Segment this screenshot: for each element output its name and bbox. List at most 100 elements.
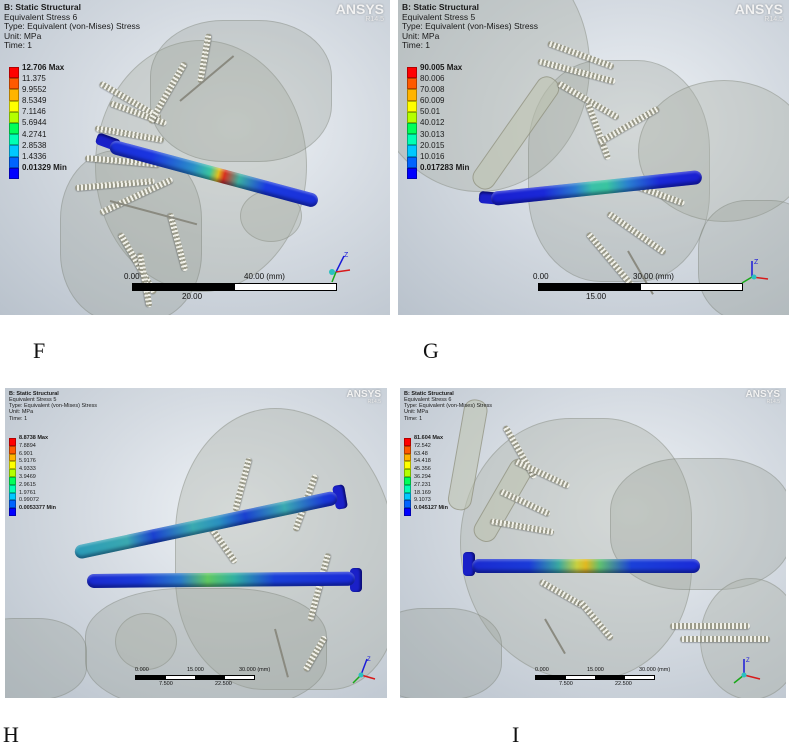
legend-row: 45.356	[404, 466, 448, 477]
scale-tick: 30.000 (mm)	[639, 667, 671, 673]
panel-f: B: Static Structural Equivalent Stress 6…	[0, 0, 390, 315]
legend-label: 70.008	[420, 84, 445, 94]
legend-row: 12.706 Max	[9, 63, 67, 79]
legend-swatch	[9, 476, 16, 485]
legend-row: 9.1073	[404, 497, 448, 509]
scale-bar: 0.00 40.00 (mm) 20.00	[124, 272, 342, 302]
legend-row: 5.9176	[9, 458, 56, 470]
legend-swatch	[9, 145, 19, 157]
legend-row: 50.01	[407, 107, 469, 123]
scale-tick: 22.500	[215, 681, 232, 687]
legend-label: 36.294	[414, 473, 431, 480]
scale-tick: 7.500	[559, 681, 573, 687]
result-time: Time: 1	[404, 415, 423, 422]
version-label: R14.5	[367, 399, 381, 405]
legend-label: 0.045127 Min	[414, 505, 448, 512]
legend-swatch	[404, 508, 411, 516]
legend-swatch	[9, 469, 16, 477]
legend-label: 63.48	[414, 450, 428, 457]
legend-swatch	[9, 484, 16, 493]
legend-row: 20.015	[407, 141, 469, 157]
legend-row: 1.9761	[9, 490, 56, 501]
panel-i: B: Static Structural Equivalent Stress 6…	[400, 388, 786, 698]
brand-name: ANSYS	[346, 389, 381, 400]
legend-row: 36.294	[404, 473, 448, 485]
legend-swatch	[407, 122, 417, 135]
panel-g: B: Static Structural Equivalent Stress 5…	[398, 0, 789, 315]
legend-swatch	[407, 134, 417, 146]
legend-label: 72.542	[414, 442, 431, 449]
scale-tick: 30.00 (mm)	[633, 272, 674, 281]
screw-head	[463, 552, 475, 576]
figure-label-g: G	[423, 338, 439, 363]
legend-row: 7.8894	[9, 443, 56, 454]
version-label: R14.5	[764, 16, 783, 23]
screw-stress-contour	[86, 571, 356, 588]
legend-swatch	[404, 461, 411, 470]
brand-name: ANSYS	[335, 1, 384, 17]
legend-swatch	[407, 78, 417, 90]
scale-bar: 0.000 15.000 30.000 (mm) 7.500 22.500	[535, 667, 735, 691]
result-name: Equivalent Stress 5	[9, 397, 57, 404]
scale-tick: 15.000	[187, 667, 204, 673]
legend-swatch	[9, 134, 19, 146]
screw-stress-contour	[472, 559, 700, 573]
version-label: R14.5	[365, 16, 384, 23]
result-header: B: Static Structural Equivalent Stress 6…	[4, 2, 141, 51]
legend-label: 11.375	[22, 73, 46, 83]
legend-label: 2.8538	[22, 140, 47, 150]
scale-bar: 0.00 30.00 (mm) 15.00	[533, 272, 748, 302]
result-unit: Unit: MPa	[4, 30, 42, 41]
legend-label: 5.6944	[22, 118, 47, 128]
analysis-title: B: Static Structural	[404, 391, 454, 397]
legend-swatch	[404, 484, 411, 493]
result-unit: Unit: MPa	[404, 409, 429, 416]
bone-shape	[698, 200, 789, 315]
legend-swatch	[9, 500, 16, 509]
result-header: B: Static Structural Equivalent Stress 5…	[9, 391, 97, 422]
bone-shape	[400, 608, 502, 698]
result-unit: Unit: MPa	[9, 409, 34, 416]
legend-swatch	[9, 111, 19, 123]
panel-h: B: Static Structural Equivalent Stress 5…	[5, 388, 387, 698]
legend-label: 1.4336	[22, 152, 47, 161]
legend-swatch	[404, 445, 411, 454]
legend-label: 4.9333	[19, 466, 36, 473]
legend-swatch	[9, 508, 16, 516]
analysis-title: B: Static Structural	[4, 2, 81, 12]
legend-row: 3.9469	[9, 473, 56, 485]
legend-row: 2.8538	[9, 141, 67, 157]
result-name: Equivalent Stress 5	[402, 11, 476, 22]
legend-label: 6.901	[19, 450, 33, 457]
legend-row: 8.5349	[9, 96, 67, 112]
legend-row: 0.0053377 Min	[9, 505, 56, 516]
bone-shape	[115, 613, 177, 670]
legend-label: 9.9552	[22, 84, 47, 94]
legend-swatch	[407, 167, 417, 179]
legend-swatch	[9, 156, 19, 168]
scale-tick: 20.00	[182, 292, 203, 301]
legend-swatch	[9, 492, 16, 501]
analysis-title: B: Static Structural	[9, 391, 59, 397]
scale-bar-graphic	[132, 283, 337, 291]
legend-row: 27.231	[404, 482, 448, 493]
result-name: Equivalent Stress 6	[4, 11, 78, 22]
legend-row: 30.013	[407, 130, 469, 146]
spring-element	[680, 636, 770, 642]
axis-triad-icon: Z	[733, 658, 761, 684]
legend-row: 0.01329 Min	[9, 163, 67, 179]
figure-label-i: I	[512, 722, 520, 747]
legend-label: 12.706 Max	[22, 62, 65, 72]
ansys-logo: ANSYS R14.5	[347, 390, 381, 405]
legend-swatch	[9, 100, 19, 112]
result-type: Type: Equivalent (von-Mises) Stress	[4, 21, 141, 32]
legend-swatch	[9, 89, 19, 101]
legend-label: 0.0053377 Min	[19, 505, 56, 512]
scale-tick: 7.500	[159, 681, 173, 687]
legend-label: 81.604 Max	[414, 435, 444, 441]
legend-row: 0.045127 Min	[404, 505, 448, 516]
legend-label: 3.9469	[19, 473, 36, 480]
legend-label: 45.356	[414, 466, 431, 473]
